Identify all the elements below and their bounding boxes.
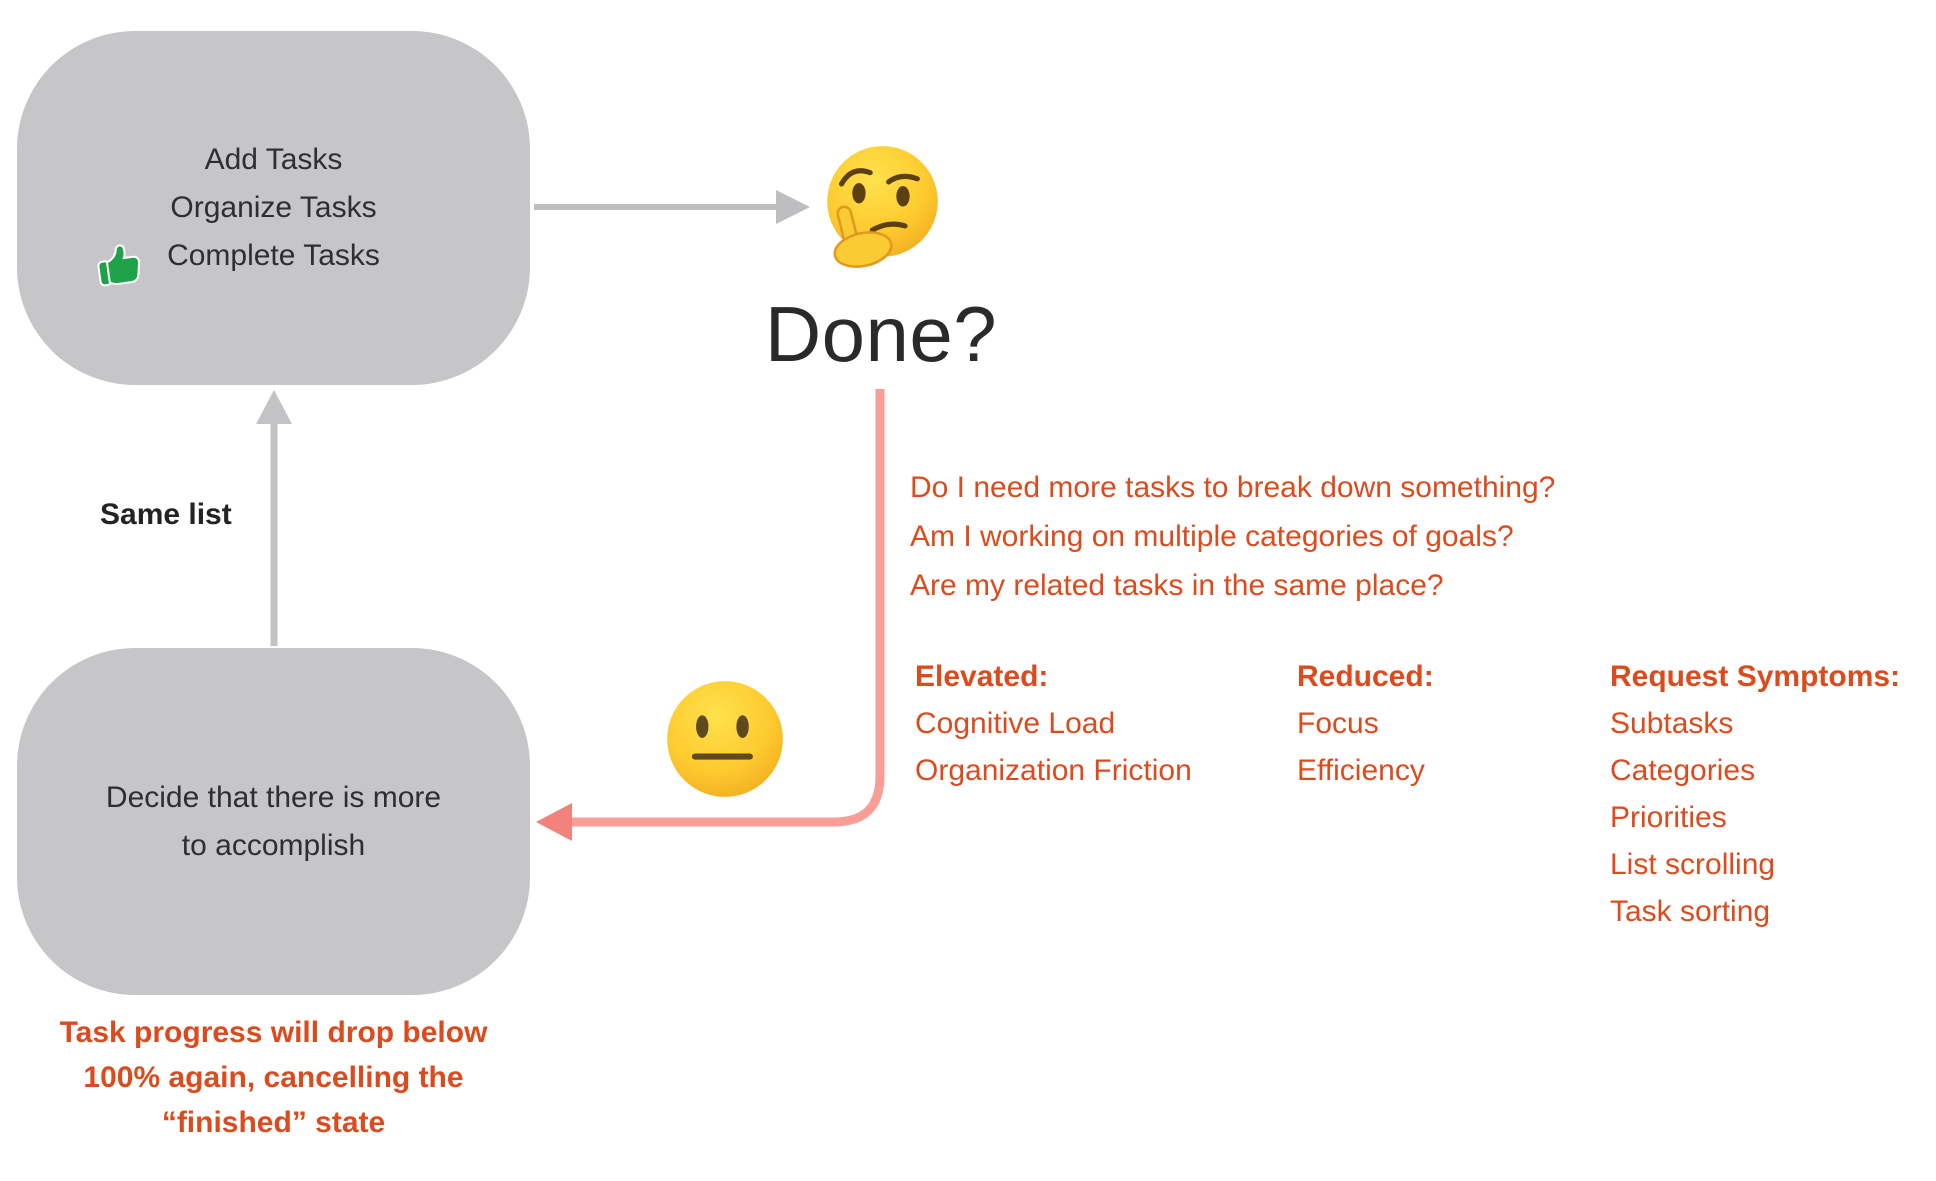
reflection-questions: Do I need more tasks to break down somet… [910, 463, 1555, 610]
thumbs-up-sticker-icon [91, 234, 149, 292]
column-item: Categories [1610, 754, 1756, 787]
neutral-face-emoji [663, 677, 787, 801]
column-header: Request Symptoms: [1610, 660, 1901, 693]
column-item: Efficiency [1297, 754, 1425, 787]
question-line: Are my related tasks in the same place? [910, 569, 1444, 602]
caption-line: “finished” state [161, 1106, 386, 1139]
task-loop-line: Add Tasks [204, 143, 343, 176]
done-label: Done? [764, 290, 998, 378]
question-line: Do I need more tasks to break down somet… [910, 471, 1556, 504]
question-line: Am I working on multiple categories of g… [910, 520, 1514, 553]
column-request-symptoms: Request Symptoms: Subtasks Categories Pr… [1610, 653, 1900, 935]
column-header: Elevated: [915, 660, 1049, 693]
column-item: Cognitive Load [915, 707, 1116, 740]
column-header: Reduced: [1297, 660, 1434, 693]
column-elevated: Elevated: Cognitive Load Organization Fr… [915, 653, 1192, 794]
column-item: Organization Friction [915, 754, 1192, 787]
decide-more-line: to accomplish [181, 828, 366, 862]
task-loop-line: Complete Tasks [167, 239, 380, 272]
arrow-right-to-done [534, 190, 810, 224]
caption-line: Task progress will drop below [59, 1016, 488, 1049]
thinking-face-emoji [819, 143, 946, 270]
same-list-label: Same list [100, 498, 232, 531]
thinking-hand [833, 205, 893, 268]
caption-line: 100% again, cancelling the [83, 1061, 464, 1094]
column-item: Subtasks [1610, 707, 1734, 740]
decide-more-line: Decide that there is more [105, 780, 442, 814]
column-item: Task sorting [1610, 895, 1771, 928]
arrow-up-same-list [256, 390, 292, 646]
task-progress-caption: Task progress will drop below 100% again… [10, 1010, 537, 1145]
column-item: Focus [1297, 707, 1379, 740]
column-item: List scrolling [1610, 848, 1776, 881]
column-reduced: Reduced: Focus Efficiency [1297, 653, 1434, 794]
column-item: Priorities [1610, 801, 1727, 834]
task-loop-box: Add Tasks Organize Tasks Complete Tasks [17, 31, 530, 385]
task-loop-line: Organize Tasks [170, 191, 377, 224]
decide-more-box: Decide that there is more to accomplish [17, 648, 530, 995]
